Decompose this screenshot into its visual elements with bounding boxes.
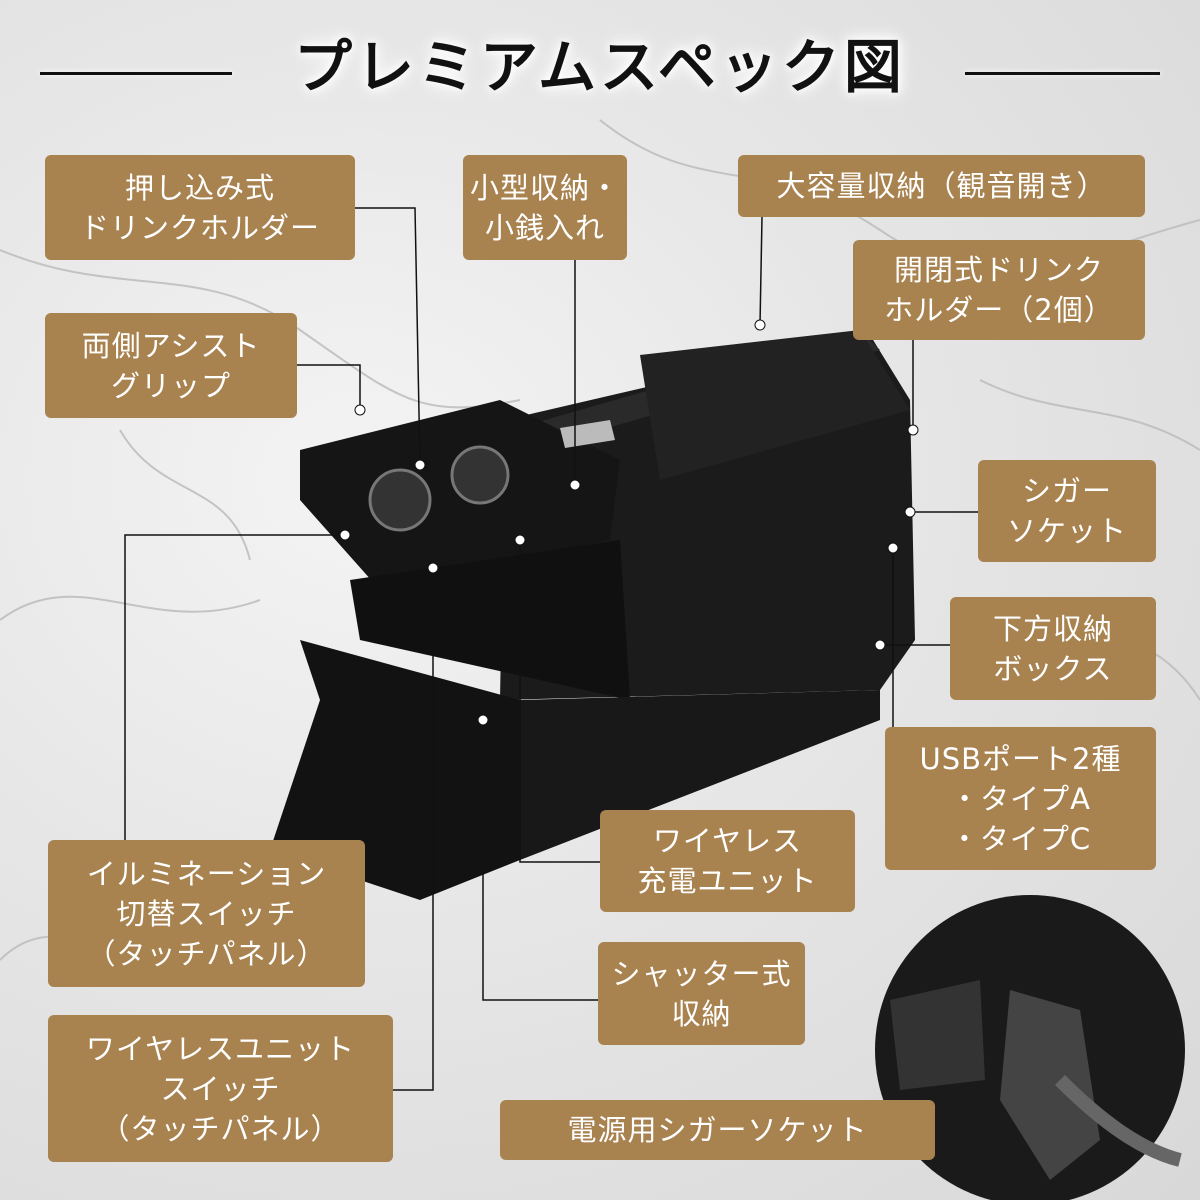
label-wireless-switch: ワイヤレスユニット スイッチ （タッチパネル） (48, 1015, 393, 1162)
label-small-storage: 小型収納・ 小銭入れ (463, 155, 627, 260)
label-assist-grip: 両側アシスト グリップ (45, 313, 297, 418)
label-power-cigar-socket: 電源用シガーソケット (500, 1100, 935, 1160)
label-lower-box: 下方収納 ボックス (950, 597, 1156, 700)
label-push-drink-holder: 押し込み式 ドリンクホルダー (45, 155, 355, 260)
title-rule-left (40, 72, 232, 75)
cigar-socket-closeup-image (875, 895, 1185, 1200)
title-rule-right (965, 72, 1160, 75)
label-open-drink-holder: 開閉式ドリンク ホルダー（2個） (853, 240, 1145, 340)
label-cigar-socket: シガー ソケット (978, 460, 1156, 562)
page-title: プレミアムスペック図 (294, 33, 906, 101)
label-usb-ports: USBポート2種 ・タイプA ・タイプC (885, 727, 1156, 870)
label-illumination-switch: イルミネーション 切替スイッチ （タッチパネル） (48, 840, 365, 987)
label-shutter-storage: シャッター式 収納 (598, 942, 805, 1045)
label-large-storage: 大容量収納（観音開き） (738, 155, 1145, 217)
label-wireless-charger: ワイヤレス 充電ユニット (600, 810, 855, 912)
